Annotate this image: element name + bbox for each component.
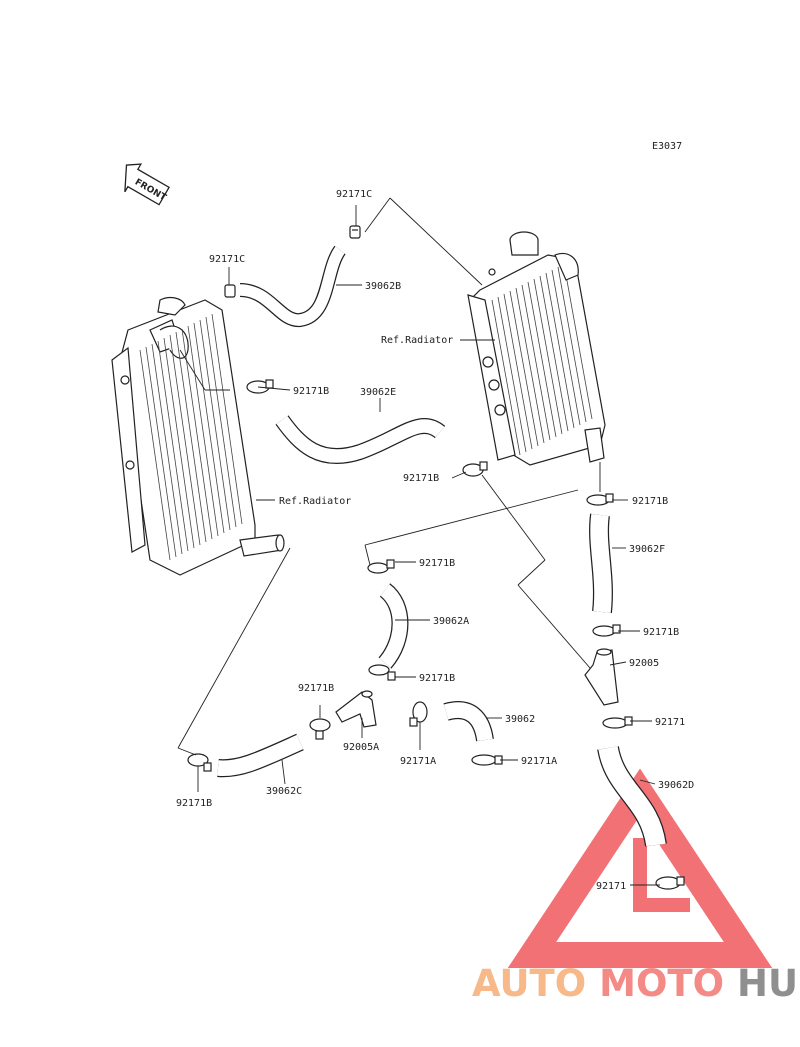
label-39062c: 39062C bbox=[266, 786, 302, 797]
front-arrow-icon: FRONT bbox=[124, 163, 170, 206]
watermark-hub: HUB bbox=[737, 962, 800, 1005]
label-39062f: 39062F bbox=[629, 544, 665, 555]
label-ref-radiator-right: Ref.Radiator bbox=[381, 335, 453, 346]
label-39062b: 39062B bbox=[365, 281, 401, 292]
label-92171a-2: 92171A bbox=[521, 756, 557, 767]
clamp-92171b-joint bbox=[309, 718, 331, 740]
label-92171c-left: 92171C bbox=[209, 254, 245, 265]
label-92171b-a-bottom: 92171B bbox=[419, 673, 455, 684]
clamp-92171b-left bbox=[246, 379, 274, 394]
label-92005a: 92005A bbox=[343, 742, 379, 753]
watermark-logo bbox=[507, 768, 773, 968]
watermark-auto: AUTO bbox=[472, 962, 586, 1005]
pipe-92005 bbox=[584, 649, 619, 706]
watermark-moto: MOTO bbox=[599, 962, 724, 1005]
clamp-92171a-2 bbox=[471, 754, 503, 766]
clamp-92171-top bbox=[602, 716, 633, 729]
clamp-92171b-bottom-left bbox=[187, 753, 212, 772]
label-92171a-1: 92171A bbox=[400, 756, 436, 767]
diagram-code: E3037 bbox=[652, 141, 682, 152]
clamp-92171a-1 bbox=[409, 701, 428, 727]
clamps bbox=[187, 225, 685, 890]
watermark-text: AUTO MOTO HUB bbox=[472, 962, 800, 1005]
label-92171c-top: 92171C bbox=[336, 189, 372, 200]
part-labels: 92171C 92171C 39062B Ref.Radiator 92171B… bbox=[176, 189, 694, 892]
label-92005: 92005 bbox=[629, 658, 659, 669]
label-92171-top: 92171 bbox=[655, 717, 685, 728]
label-92171b-joint: 92171B bbox=[298, 683, 334, 694]
label-92171b-mid: 92171B bbox=[403, 473, 439, 484]
label-39062d: 39062D bbox=[658, 780, 694, 791]
right-radiator bbox=[467, 231, 606, 466]
clamp-92171c-left bbox=[224, 284, 236, 298]
label-ref-radiator-left: Ref.Radiator bbox=[279, 496, 351, 507]
clamp-92171-bottom bbox=[655, 876, 685, 890]
pipes bbox=[335, 648, 619, 728]
label-92171b-right-lower: 92171B bbox=[643, 627, 679, 638]
label-39062e: 39062E bbox=[360, 387, 396, 398]
label-92171b-right: 92171B bbox=[632, 496, 668, 507]
left-radiator bbox=[111, 296, 285, 576]
label-92171b-a-top: 92171B bbox=[419, 558, 455, 569]
clamp-92171b-a-top bbox=[367, 559, 395, 574]
pipe-92005a bbox=[335, 691, 377, 728]
label-39062: 39062 bbox=[505, 714, 535, 725]
clamp-92171b-mid bbox=[462, 461, 488, 477]
clamp-92171b-a-bottom bbox=[368, 664, 396, 681]
label-92171b-left: 92171B bbox=[293, 386, 329, 397]
label-39062a: 39062A bbox=[433, 616, 469, 627]
clamp-92171c-top bbox=[349, 225, 361, 239]
hoses bbox=[217, 245, 667, 847]
clamp-92171b-right bbox=[586, 493, 614, 506]
clamp-92171b-right-lower bbox=[592, 624, 621, 637]
label-92171-bottom: 92171 bbox=[596, 881, 626, 892]
label-92171b-bottom-left: 92171B bbox=[176, 798, 212, 809]
svg-text:AUTO MOTO HUB: AUTO MOTO HUB bbox=[472, 962, 800, 1005]
leader-lines bbox=[177, 197, 660, 886]
